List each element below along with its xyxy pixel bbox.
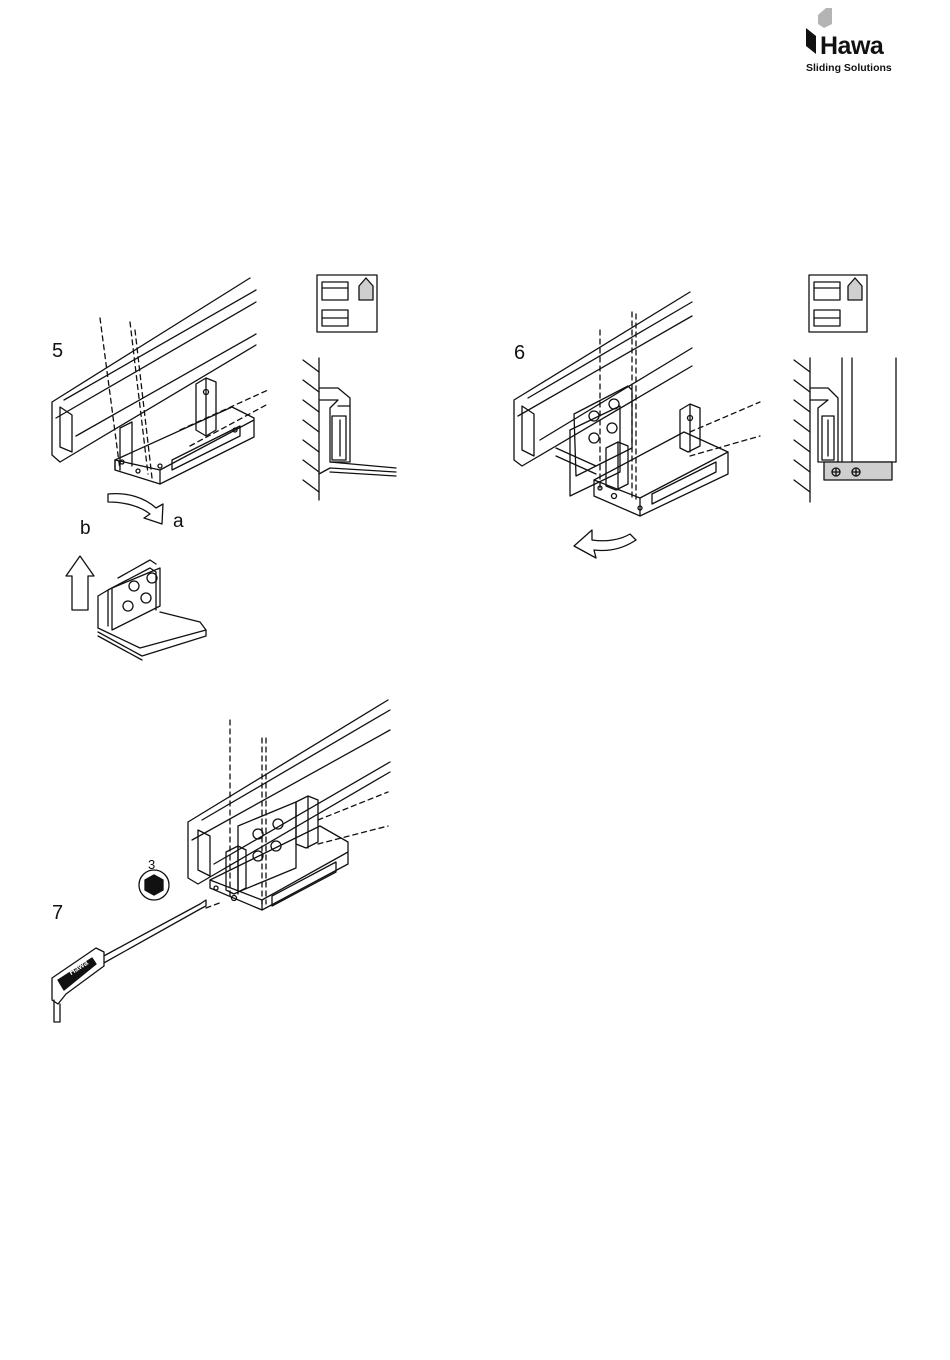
step5-clamp-base bbox=[115, 378, 254, 484]
step5-curved-arrow-icon bbox=[108, 494, 163, 524]
step5-icon-box bbox=[317, 275, 377, 332]
wall-house-icon bbox=[848, 278, 862, 300]
step5-rail bbox=[52, 278, 256, 462]
hex-key-tool bbox=[52, 900, 206, 1022]
step6-rail bbox=[514, 292, 692, 466]
step5-glass-clamp bbox=[98, 560, 206, 660]
step5-up-arrow-icon bbox=[66, 556, 94, 610]
step5-section-view bbox=[303, 358, 396, 500]
glass-panel-icon bbox=[814, 282, 840, 300]
step6-icon-box bbox=[809, 275, 867, 332]
glass-panel-icon bbox=[322, 282, 348, 300]
hex-size-badge bbox=[139, 870, 169, 900]
step7-clamp-base bbox=[210, 796, 348, 910]
wall-house-icon bbox=[359, 278, 373, 300]
step6-clamp-base bbox=[556, 386, 728, 516]
hex-size-label: 3 bbox=[148, 857, 155, 872]
step7-rail bbox=[188, 700, 390, 884]
step6-section-view bbox=[794, 358, 896, 502]
step6-curved-arrow-icon bbox=[574, 530, 636, 558]
step6-guide-lines bbox=[600, 312, 760, 502]
